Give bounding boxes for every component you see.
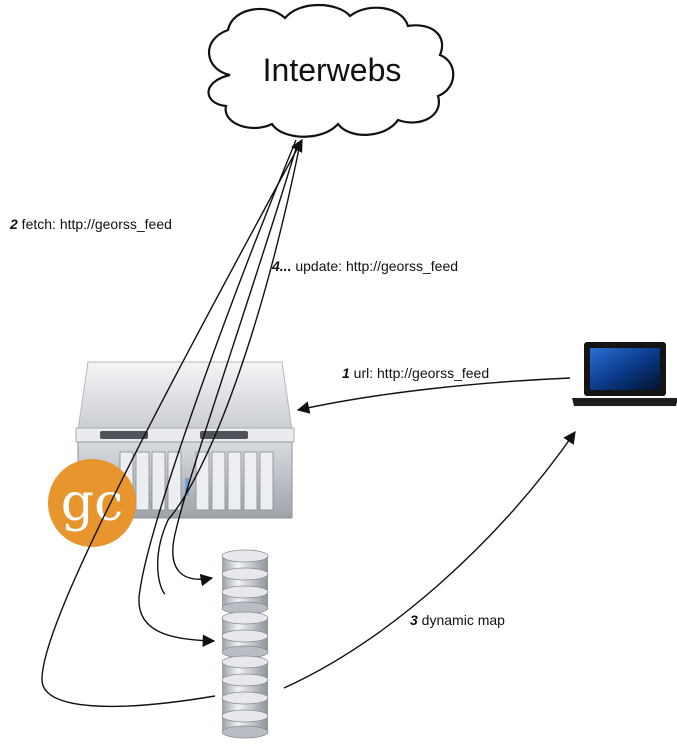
step-1-number: 1 xyxy=(342,365,350,381)
gc-logo: gc xyxy=(48,459,136,547)
flow-arrows xyxy=(41,138,576,708)
step-2-label: 2 fetch: http://georss_feed xyxy=(10,216,172,232)
step-4-text: update: http://georss_feed xyxy=(291,258,459,274)
arrow-4-update-b xyxy=(172,141,299,587)
step-3-number: 3 xyxy=(410,612,418,628)
arrow-2-fetch xyxy=(41,138,303,708)
step-4-label: 4... update: http://georss_feed xyxy=(272,258,458,274)
step-1-label: 1 url: http://georss_feed xyxy=(342,365,489,381)
database-stack-icon xyxy=(221,549,269,739)
svg-text:gc: gc xyxy=(61,473,123,533)
step-4-number: 4... xyxy=(272,258,292,274)
step-2-number: 2 xyxy=(10,216,18,232)
arrow-3-dynamic-map xyxy=(283,430,576,689)
step-3-label: 3 dynamic map xyxy=(410,612,505,628)
laptop-icon xyxy=(572,342,677,406)
arrow-4-update-c xyxy=(157,143,301,595)
step-2-text: fetch: http://georss_feed xyxy=(17,216,172,232)
arrow-4-update-a xyxy=(138,139,297,648)
step-3-text: dynamic map xyxy=(417,612,505,628)
cloud-label: Interwebs xyxy=(262,52,402,88)
arrow-1-url xyxy=(296,377,571,414)
step-1-text: url: http://georss_feed xyxy=(349,365,490,381)
cloud-icon xyxy=(207,4,455,138)
